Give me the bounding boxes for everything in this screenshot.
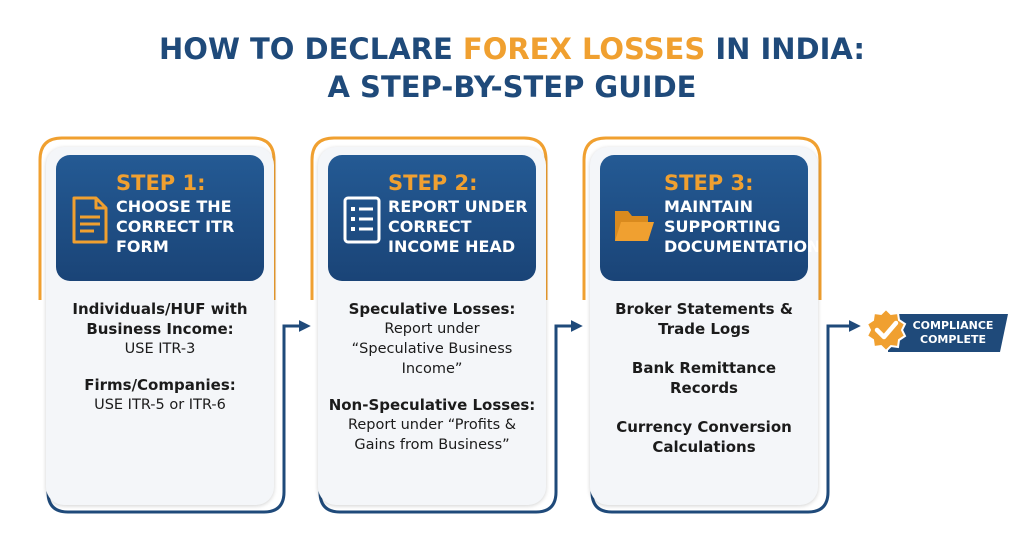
title-line2: A STEP-BY-STEP GUIDE [327,70,697,104]
folder-icon [615,211,654,241]
document-icon [72,196,108,244]
step-3-block-2-title: Bank Remittance Records [631,359,777,397]
title-accent: FOREX LOSSES [462,32,706,66]
arrow-step2-to-step3 [554,320,583,332]
step-3-block-1-title: Broker Statements & Trade Logs [615,300,793,338]
step-2-card: STEP 2: REPORT UNDER CORRECT INCOME HEAD… [318,147,546,505]
step-3-block-3: Currency Conversion Calculations [596,417,812,457]
step-1-card: STEP 1: CHOOSE THE CORRECT ITR FORM Indi… [46,147,274,505]
step1-navy-frame [46,330,286,514]
step-2-block-2-title: Non-Speculative Losses: [328,396,536,414]
step-1-body: Individuals/HUF with Business Income: US… [52,299,268,431]
step-2-body: Speculative Losses: Report under “Specul… [324,299,540,471]
checklist-icon [343,196,381,244]
compliance-badge: COMPLIANCE COMPLETE [860,306,1010,362]
step2-navy-frame [318,330,558,514]
step-1-label: STEP 1: [116,171,206,195]
step1-orange-frame [38,136,276,300]
title-part1: HOW TO DECLARE [159,32,463,66]
step-2-block-2: Non-Speculative Losses: Report under “Pr… [324,395,540,455]
step-2-header: STEP 2: REPORT UNDER CORRECT INCOME HEAD [328,155,536,281]
step-1-header: STEP 1: CHOOSE THE CORRECT ITR FORM [56,155,264,281]
step-1-block-1: Individuals/HUF with Business Income: US… [52,299,268,359]
step2-orange-frame [310,136,548,300]
step-1-block-1-text: USE ITR-3 [124,341,196,357]
check-seal-icon [865,307,907,353]
step-1-block-2: Firms/Companies: USE ITR-5 or ITR-6 [52,375,268,415]
step-3-body: Broker Statements & Trade Logs Bank Remi… [596,299,812,476]
step-2-block-2-text: Report under “Profits & Gains from Busin… [347,417,517,453]
step-2-title: REPORT UNDER CORRECT INCOME HEAD [388,197,528,256]
step-1-block-2-text: USE ITR-5 or ITR-6 [94,397,226,413]
arrow-step1-to-step2 [282,320,311,332]
step-2-block-1-text: Report under “Speculative Business Incom… [351,321,513,377]
step-3-block-2: Bank Remittance Records [596,358,812,398]
step3-orange-frame [582,136,822,300]
step3-navy-frame [590,330,830,514]
step-2-block-1-title: Speculative Losses: [348,300,516,318]
step-2-block-1: Speculative Losses: Report under “Specul… [324,299,540,379]
step-1-title: CHOOSE THE CORRECT ITR FORM [116,197,235,256]
arrow-step3-to-badge [826,320,861,332]
step-1-block-1-title: Individuals/HUF with Business Income: [72,300,248,338]
step-3-header: STEP 3: MAINTAIN SUPPORTING DOCUMENTATIO… [600,155,818,281]
step-3-block-1: Broker Statements & Trade Logs [596,299,812,339]
step-3-block-3-title: Currency Conversion Calculations [616,418,792,456]
step-3-label: STEP 3: [664,171,754,195]
step-3-card: STEP 3: MAINTAIN SUPPORTING DOCUMENTATIO… [590,147,818,505]
step-3-title: MAINTAIN SUPPORTING DOCUMENTATION [664,197,818,256]
compliance-badge-label: COMPLIANCE COMPLETE [912,319,994,346]
page-title: HOW TO DECLARE FOREX LOSSES IN INDIA: A … [0,30,1024,106]
compliance-badge-shape [865,307,1008,353]
step-1-block-2-title: Firms/Companies: [84,376,236,394]
step-2-label: STEP 2: [388,171,478,195]
title-part2: IN INDIA: [705,32,865,66]
